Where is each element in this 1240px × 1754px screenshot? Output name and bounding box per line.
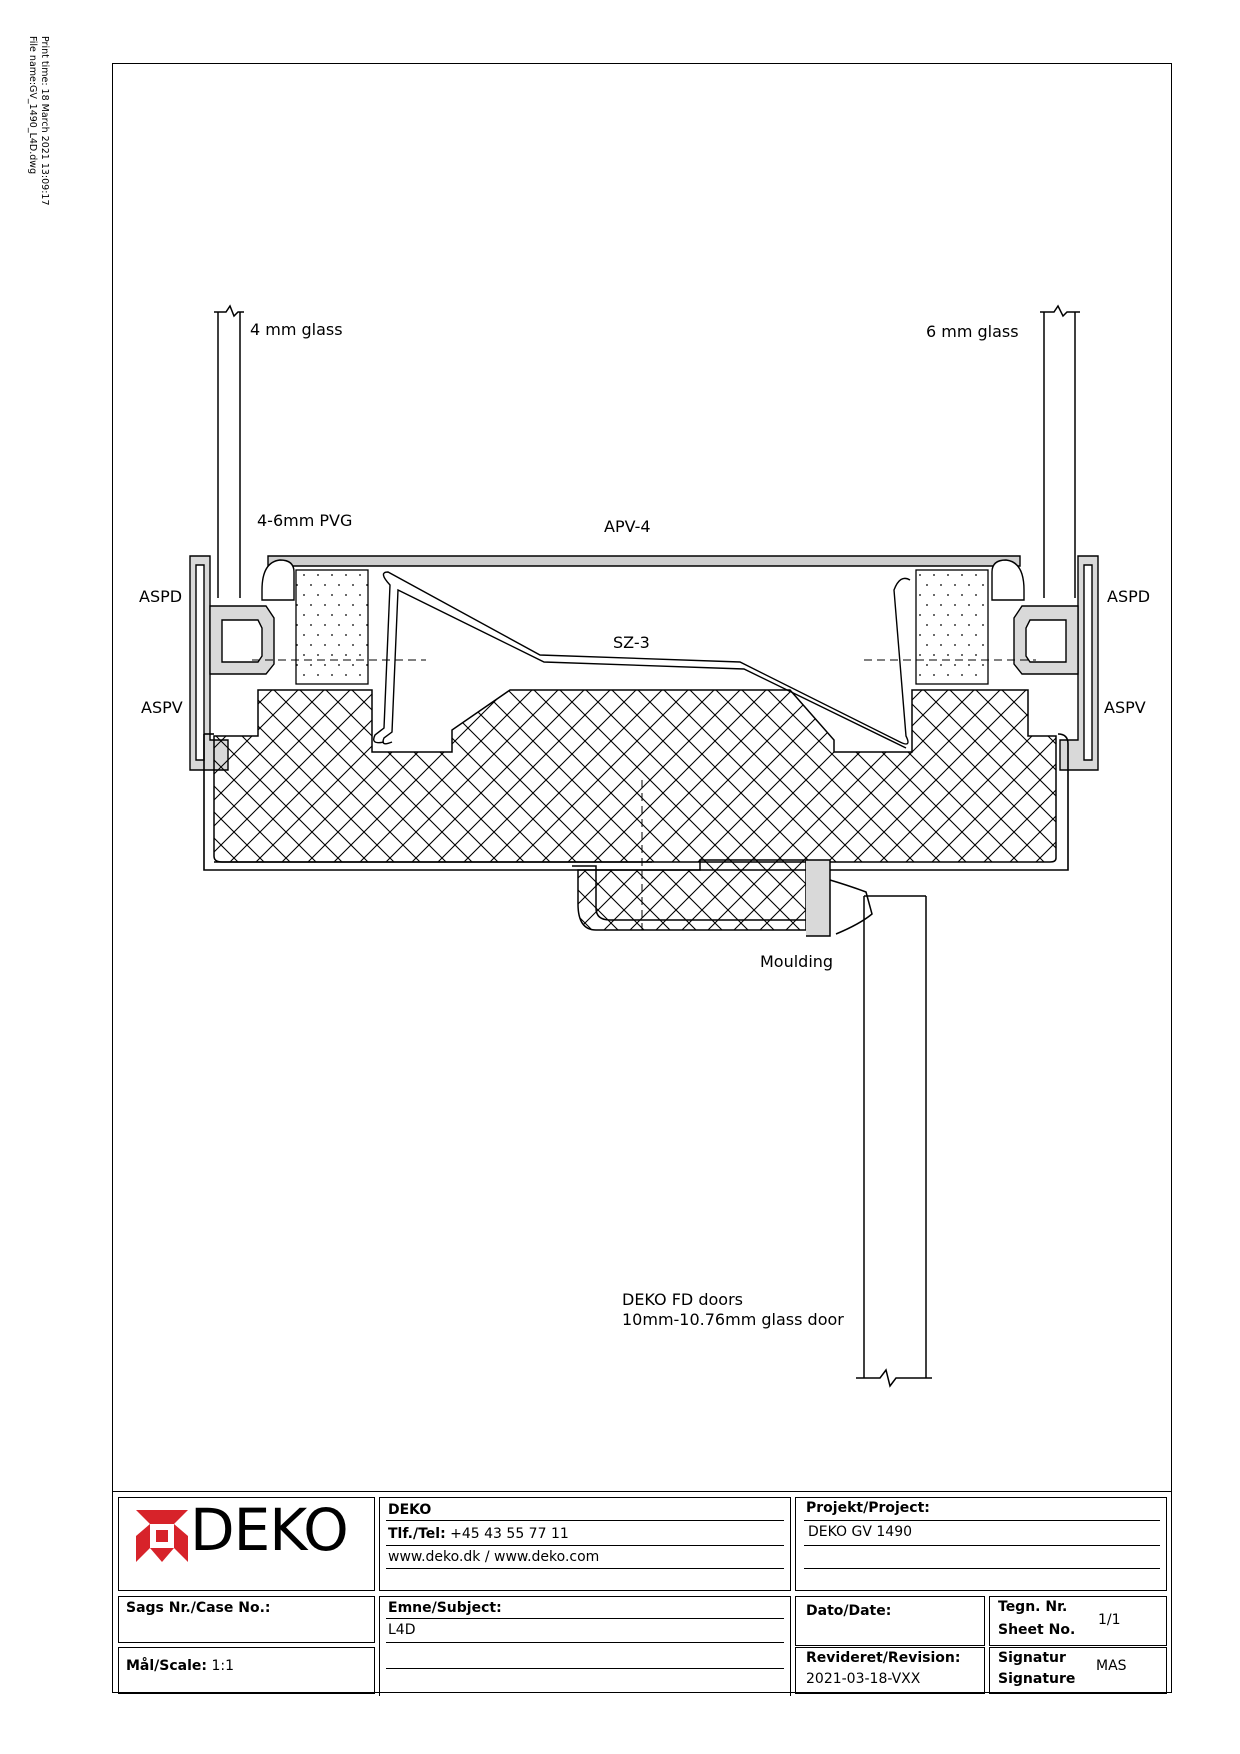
sheet-label-1: Tegn. Nr.: [998, 1599, 1068, 1615]
phone-value: +45 43 55 77 11: [450, 1526, 569, 1542]
scale-box: [118, 1647, 375, 1694]
revision-box: [795, 1647, 985, 1694]
signature-label-2: Signature: [998, 1671, 1076, 1687]
company-rule-3: [386, 1568, 784, 1569]
company-web: www.deko.dk / www.deko.com: [388, 1549, 600, 1565]
drawing-frame: [112, 63, 1172, 1693]
project-rule-1: [804, 1520, 1160, 1521]
label-moulding: Moulding: [760, 952, 834, 971]
signature-value: MAS: [1096, 1658, 1127, 1674]
phone-label: Tlf./Tel:: [388, 1526, 446, 1542]
label-4mm-glass: 4 mm glass: [250, 320, 343, 339]
glass-pane-right: [1040, 304, 1080, 598]
sheet-box: [989, 1596, 1167, 1646]
signature-box: [989, 1647, 1167, 1694]
signature-label-1: Signatur: [998, 1650, 1066, 1666]
deko-logo: DEKO: [132, 1496, 362, 1572]
scale-label: Mål/Scale:: [126, 1658, 208, 1674]
project-rule-2: [804, 1545, 1160, 1546]
sheet-label-2: Sheet No.: [998, 1622, 1076, 1638]
door-glass-panel: [856, 895, 932, 1388]
sheet-value: 1/1: [1098, 1612, 1121, 1628]
case-label: Sags Nr./Case No.:: [126, 1600, 271, 1616]
subject-label: Emne/Subject:: [388, 1600, 502, 1616]
label-apv: APV-4: [604, 517, 651, 536]
aspd-aspv-frame-right: [1013, 555, 1099, 771]
label-pvg: 4-6mm PVG: [257, 511, 353, 530]
project-rule-3: [804, 1568, 1160, 1569]
scale-value: 1:1: [211, 1658, 234, 1674]
company-rule-1: [386, 1520, 784, 1521]
deko-logo-mark-icon: [136, 1510, 188, 1562]
scale: Mål/Scale: 1:1: [126, 1658, 234, 1675]
project-value: DEKO GV 1490: [808, 1524, 913, 1540]
label-door-line1: DEKO FD doors: [622, 1290, 743, 1309]
label-aspd-left: ASPD: [139, 587, 183, 606]
core-shell: [203, 733, 1069, 871]
glass-pane-left: [214, 304, 244, 598]
revision-value: 2021-03-18-VXX: [806, 1671, 921, 1687]
deko-logo-text: DEKO: [190, 1496, 349, 1564]
case-box: [118, 1596, 375, 1643]
core-insulation: [213, 689, 1057, 863]
subject-rule-3: [386, 1668, 784, 1669]
project-box: [795, 1497, 1167, 1591]
label-6mm-glass: 6 mm glass: [926, 322, 1019, 341]
company-name: DEKO: [388, 1502, 432, 1518]
revision-label: Revideret/Revision:: [806, 1650, 961, 1666]
subject-box: [379, 1596, 791, 1696]
label-aspv-right: ASPV: [1104, 698, 1146, 717]
subject-rule-1: [386, 1618, 784, 1619]
project-label: Projekt/Project:: [806, 1500, 930, 1516]
apv-profile: [261, 555, 1025, 601]
filler-block-left: [295, 569, 369, 685]
date-box: [795, 1596, 985, 1646]
date-label: Dato/Date:: [806, 1603, 892, 1619]
logo-box: [118, 1497, 375, 1591]
subject-rule-2: [386, 1642, 784, 1643]
label-aspd-right: ASPD: [1107, 587, 1151, 606]
moulding-profile: [572, 859, 873, 937]
label-sz: SZ-3: [613, 633, 650, 652]
title-block-divider: [112, 1491, 1172, 1492]
company-box: [379, 1497, 791, 1591]
company-phone: Tlf./Tel: +45 43 55 77 11: [388, 1526, 569, 1543]
sz-spring-clip: [372, 571, 911, 749]
label-door-line2: 10mm-10.76mm glass door: [622, 1310, 844, 1329]
company-rule-2: [386, 1545, 784, 1546]
subject-value: L4D: [388, 1622, 416, 1638]
label-aspv-left: ASPV: [141, 698, 183, 717]
aspd-aspv-frame-left: [189, 555, 275, 771]
filler-block-right: [915, 569, 989, 685]
